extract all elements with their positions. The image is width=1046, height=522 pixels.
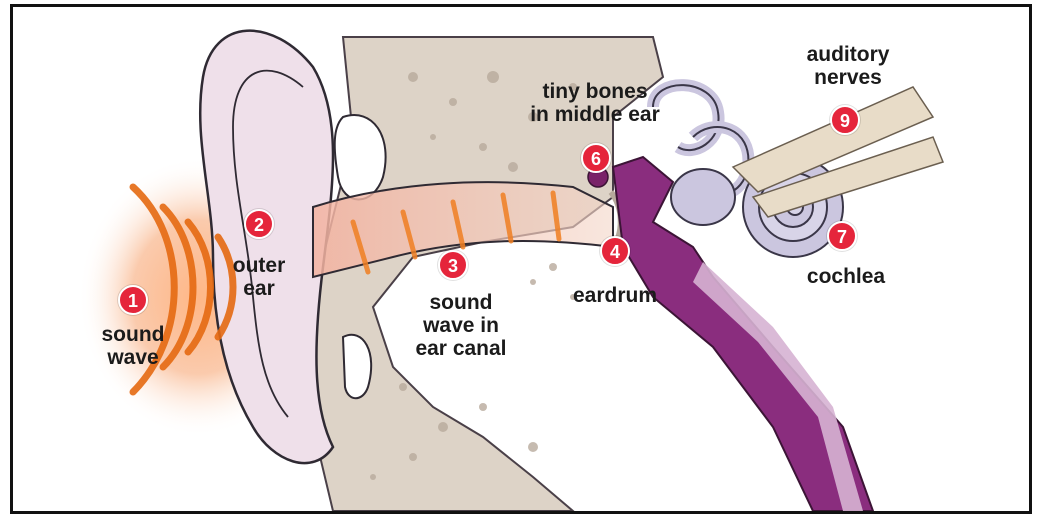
badge-3: 3 — [438, 250, 468, 280]
label-cochlea: cochlea — [796, 265, 896, 288]
badge-6: 6 — [581, 143, 611, 173]
label-eardrum: eardrum — [559, 284, 671, 307]
label-sound-wave: sound wave — [87, 323, 179, 369]
label-tiny-bones: tiny bones in middle ear — [505, 80, 685, 126]
badge-2: 2 — [244, 209, 274, 239]
badge-7: 7 — [827, 221, 857, 251]
label-ear-canal: sound wave in ear canal — [401, 291, 521, 360]
earlobe-notch — [343, 335, 371, 398]
label-outer-ear: outer ear — [219, 254, 299, 300]
label-auditory-nerves: auditory nerves — [788, 43, 908, 89]
badge-1: 1 — [118, 285, 148, 315]
diagram-frame: 1 sound wave 2 outer ear 3 sound wave in… — [10, 4, 1032, 514]
concha — [335, 115, 386, 199]
badge-4: 4 — [600, 236, 630, 266]
badge-9: 9 — [830, 105, 860, 135]
